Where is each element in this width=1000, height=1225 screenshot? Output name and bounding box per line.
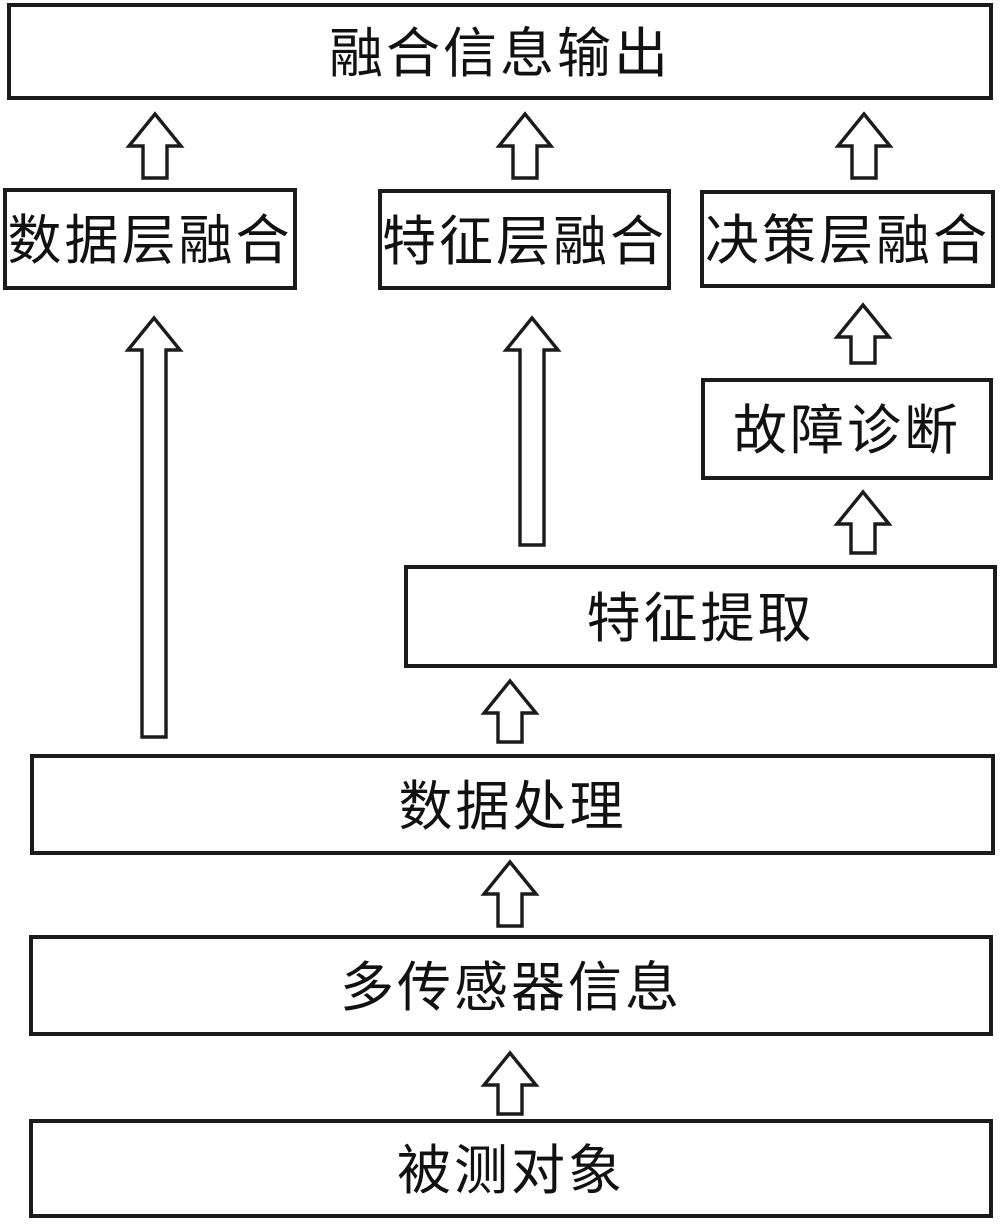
arrow-measured-object-to-multi-sensor [480,1050,540,1116]
node-fusion-output: 融合信息输出 [7,3,993,100]
node-data-processing-label: 数据处理 [398,774,627,838]
arrow-data-layer-to-output [125,111,185,180]
arrow-feature-extract-to-fault-diagnosis [833,489,893,555]
node-feature-layer-fusion: 特征层融合 [378,189,671,290]
node-fault-diagnosis-label: 故障诊断 [733,399,961,462]
node-fusion-output-label: 融合信息输出 [329,21,671,85]
arrow-fault-diagnosis-to-decision-layer [833,302,893,365]
node-decision-layer-fusion-label: 决策层融合 [705,209,990,272]
arrow-feature-layer-to-output [495,111,555,180]
node-feature-extraction: 特征提取 [404,565,997,668]
arrow-decision-layer-to-output [834,111,894,180]
node-measured-object-label: 被测对象 [397,1138,625,1202]
node-fault-diagnosis: 故障诊断 [701,378,993,480]
node-multi-sensor-info-label: 多传感器信息 [340,955,682,1019]
node-data-processing: 数据处理 [30,754,995,855]
arrow-multi-sensor-to-data-processing [480,859,540,928]
node-measured-object: 被测对象 [29,1119,993,1218]
node-feature-layer-fusion-label: 特征层融合 [382,209,667,273]
node-decision-layer-fusion: 决策层融合 [700,190,995,288]
arrow-data-processing-to-data-layer [124,315,184,739]
node-data-layer-fusion-label: 数据层融合 [7,209,293,272]
arrow-feature-extract-to-feature-layer [502,315,562,547]
node-feature-extraction-label: 特征提取 [586,586,815,650]
arrow-data-processing-to-feature-extract [480,678,540,744]
node-data-layer-fusion: 数据层融合 [3,188,297,290]
node-multi-sensor-info: 多传感器信息 [29,935,993,1036]
